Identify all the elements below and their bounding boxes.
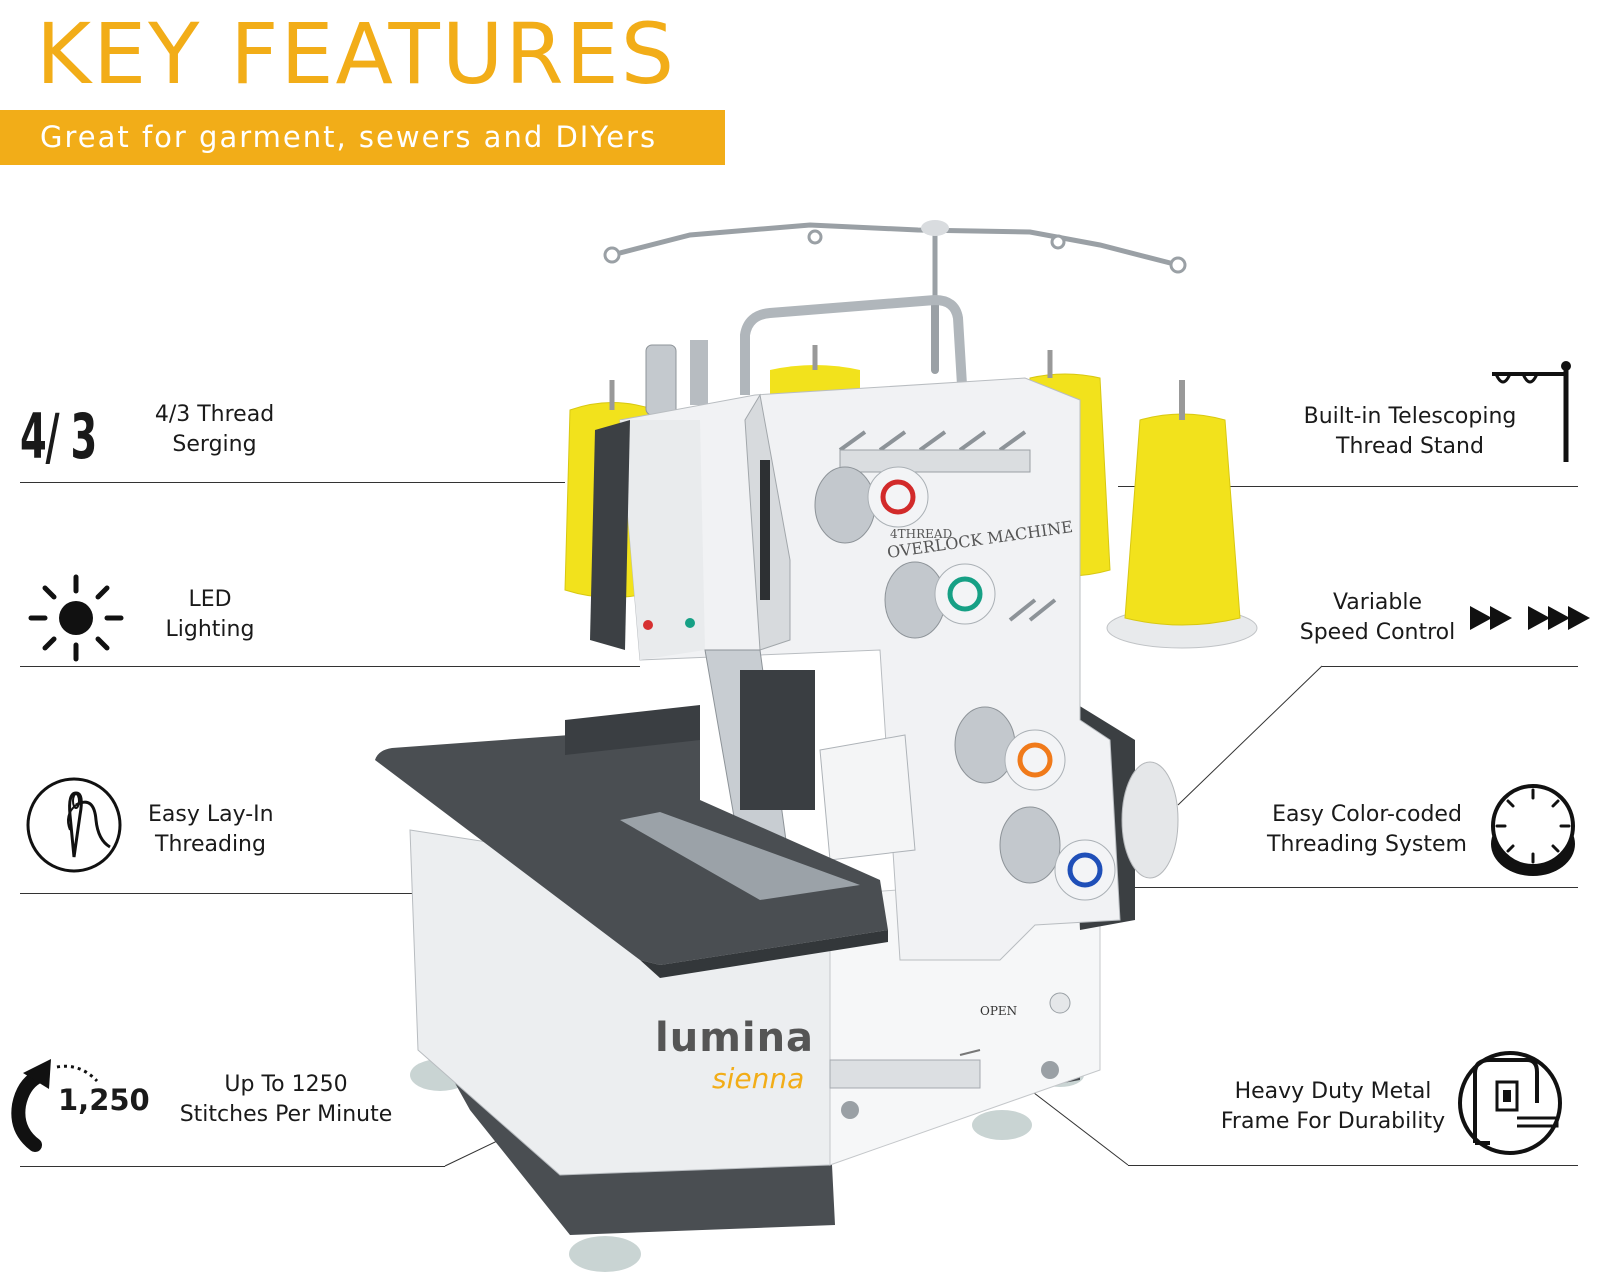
feature-stitches-line2: Stitches Per Minute bbox=[179, 1102, 393, 1127]
overlock-machine-illustration: 4THREAD OVERLOCK MACHINE OPEN bbox=[375, 220, 1323, 1272]
feature-stitches-per-minute: Up To 1250 Stitches Per Minute bbox=[176, 1070, 396, 1130]
tension-dial-orange bbox=[954, 706, 1066, 791]
feature-thread-line1: 4/3 Thread bbox=[154, 402, 275, 427]
subtitle-text: Great for garment, sewers and DIYers bbox=[40, 120, 658, 154]
feature-stand-line1: Built-in Telescoping bbox=[1303, 404, 1517, 429]
sun-icon bbox=[28, 574, 124, 662]
speed-arrow-icon bbox=[11, 1059, 99, 1152]
thread-count-icon: 4/ 3 bbox=[20, 400, 97, 473]
feature-thread-stand: Built-in Telescoping Thread Stand bbox=[1290, 402, 1530, 462]
model-logo: sienna bbox=[712, 1062, 805, 1095]
needle-thread-icon bbox=[26, 777, 122, 873]
feature-thread-line2: Serging bbox=[172, 432, 257, 457]
tension-dial-blue bbox=[999, 806, 1116, 901]
thread-stand-icon bbox=[1492, 361, 1571, 462]
feature-color-coded: Easy Color-coded Threading System bbox=[1262, 800, 1472, 860]
subtitle-banner: Great for garment, sewers and DIYers bbox=[0, 110, 725, 165]
feature-frame-line1: Heavy Duty Metal bbox=[1234, 1079, 1432, 1104]
divider-left-2 bbox=[20, 666, 640, 667]
divider-left-1 bbox=[20, 482, 565, 483]
divider-right-3 bbox=[1085, 887, 1578, 888]
feature-led-line1: LED bbox=[188, 587, 232, 612]
page-title: KEY FEATURES bbox=[36, 5, 677, 103]
feature-led-lighting: LED Lighting bbox=[160, 585, 260, 645]
feature-lay-in-threading: Easy Lay-In Threading bbox=[148, 800, 274, 860]
feature-frame-line2: Frame For Durability bbox=[1220, 1109, 1446, 1134]
fast-forward-icon bbox=[1470, 606, 1590, 630]
open-label: OPEN bbox=[980, 1004, 1017, 1018]
feature-lay-in-line2: Threading bbox=[155, 832, 266, 857]
tension-dial-green bbox=[884, 561, 996, 639]
feature-color-line1: Easy Color-coded bbox=[1272, 802, 1462, 827]
feature-thread-serging: 4/3 Thread Serging bbox=[152, 400, 277, 460]
divider-left-3 bbox=[20, 893, 740, 894]
metal-frame-icon bbox=[1458, 1051, 1562, 1155]
divider-right-4 bbox=[1128, 1165, 1578, 1166]
divider-right-1 bbox=[1118, 486, 1578, 487]
feature-stitches-line1: Up To 1250 bbox=[224, 1072, 348, 1097]
feature-led-line2: Lighting bbox=[165, 617, 255, 642]
feature-lay-in-line1: Easy Lay-In bbox=[148, 802, 274, 827]
plate-text-1: 4THREAD bbox=[890, 527, 952, 541]
feature-speed-line2: Speed Control bbox=[1299, 620, 1456, 645]
divider-left-4 bbox=[20, 1166, 445, 1167]
stitch-count-text: 1,250 bbox=[58, 1083, 150, 1117]
feature-color-line2: Threading System bbox=[1267, 832, 1467, 857]
feature-metal-frame: Heavy Duty Metal Frame For Durability bbox=[1218, 1077, 1448, 1137]
brand-logo: lumina bbox=[655, 1015, 815, 1061]
feature-speed-control: Variable Speed Control bbox=[1285, 588, 1470, 648]
feature-speed-line1: Variable bbox=[1332, 590, 1423, 615]
dial-icon bbox=[1491, 784, 1575, 876]
tension-dial-red bbox=[814, 466, 929, 544]
divider-right-2 bbox=[1322, 666, 1578, 667]
thread-stand bbox=[609, 222, 1181, 374]
feature-stand-line2: Thread Stand bbox=[1336, 434, 1484, 459]
